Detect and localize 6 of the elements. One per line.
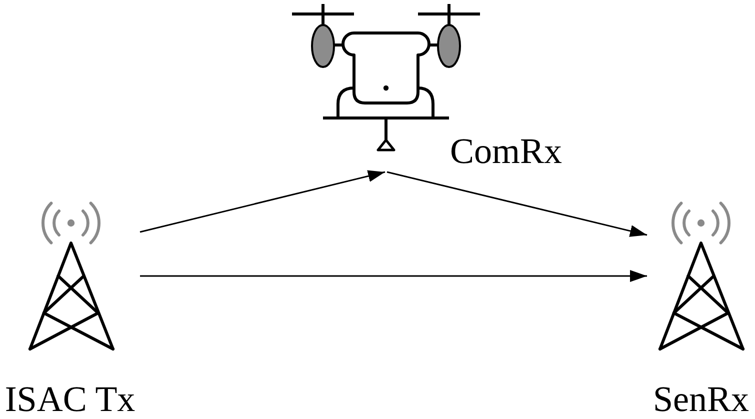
arrow [386, 171, 648, 237]
node-label: ComRx [450, 133, 562, 169]
arrow [140, 270, 647, 282]
arrow [140, 170, 386, 233]
node-label: ISAC Tx [4, 381, 136, 417]
node-label: SenRx [653, 381, 749, 417]
